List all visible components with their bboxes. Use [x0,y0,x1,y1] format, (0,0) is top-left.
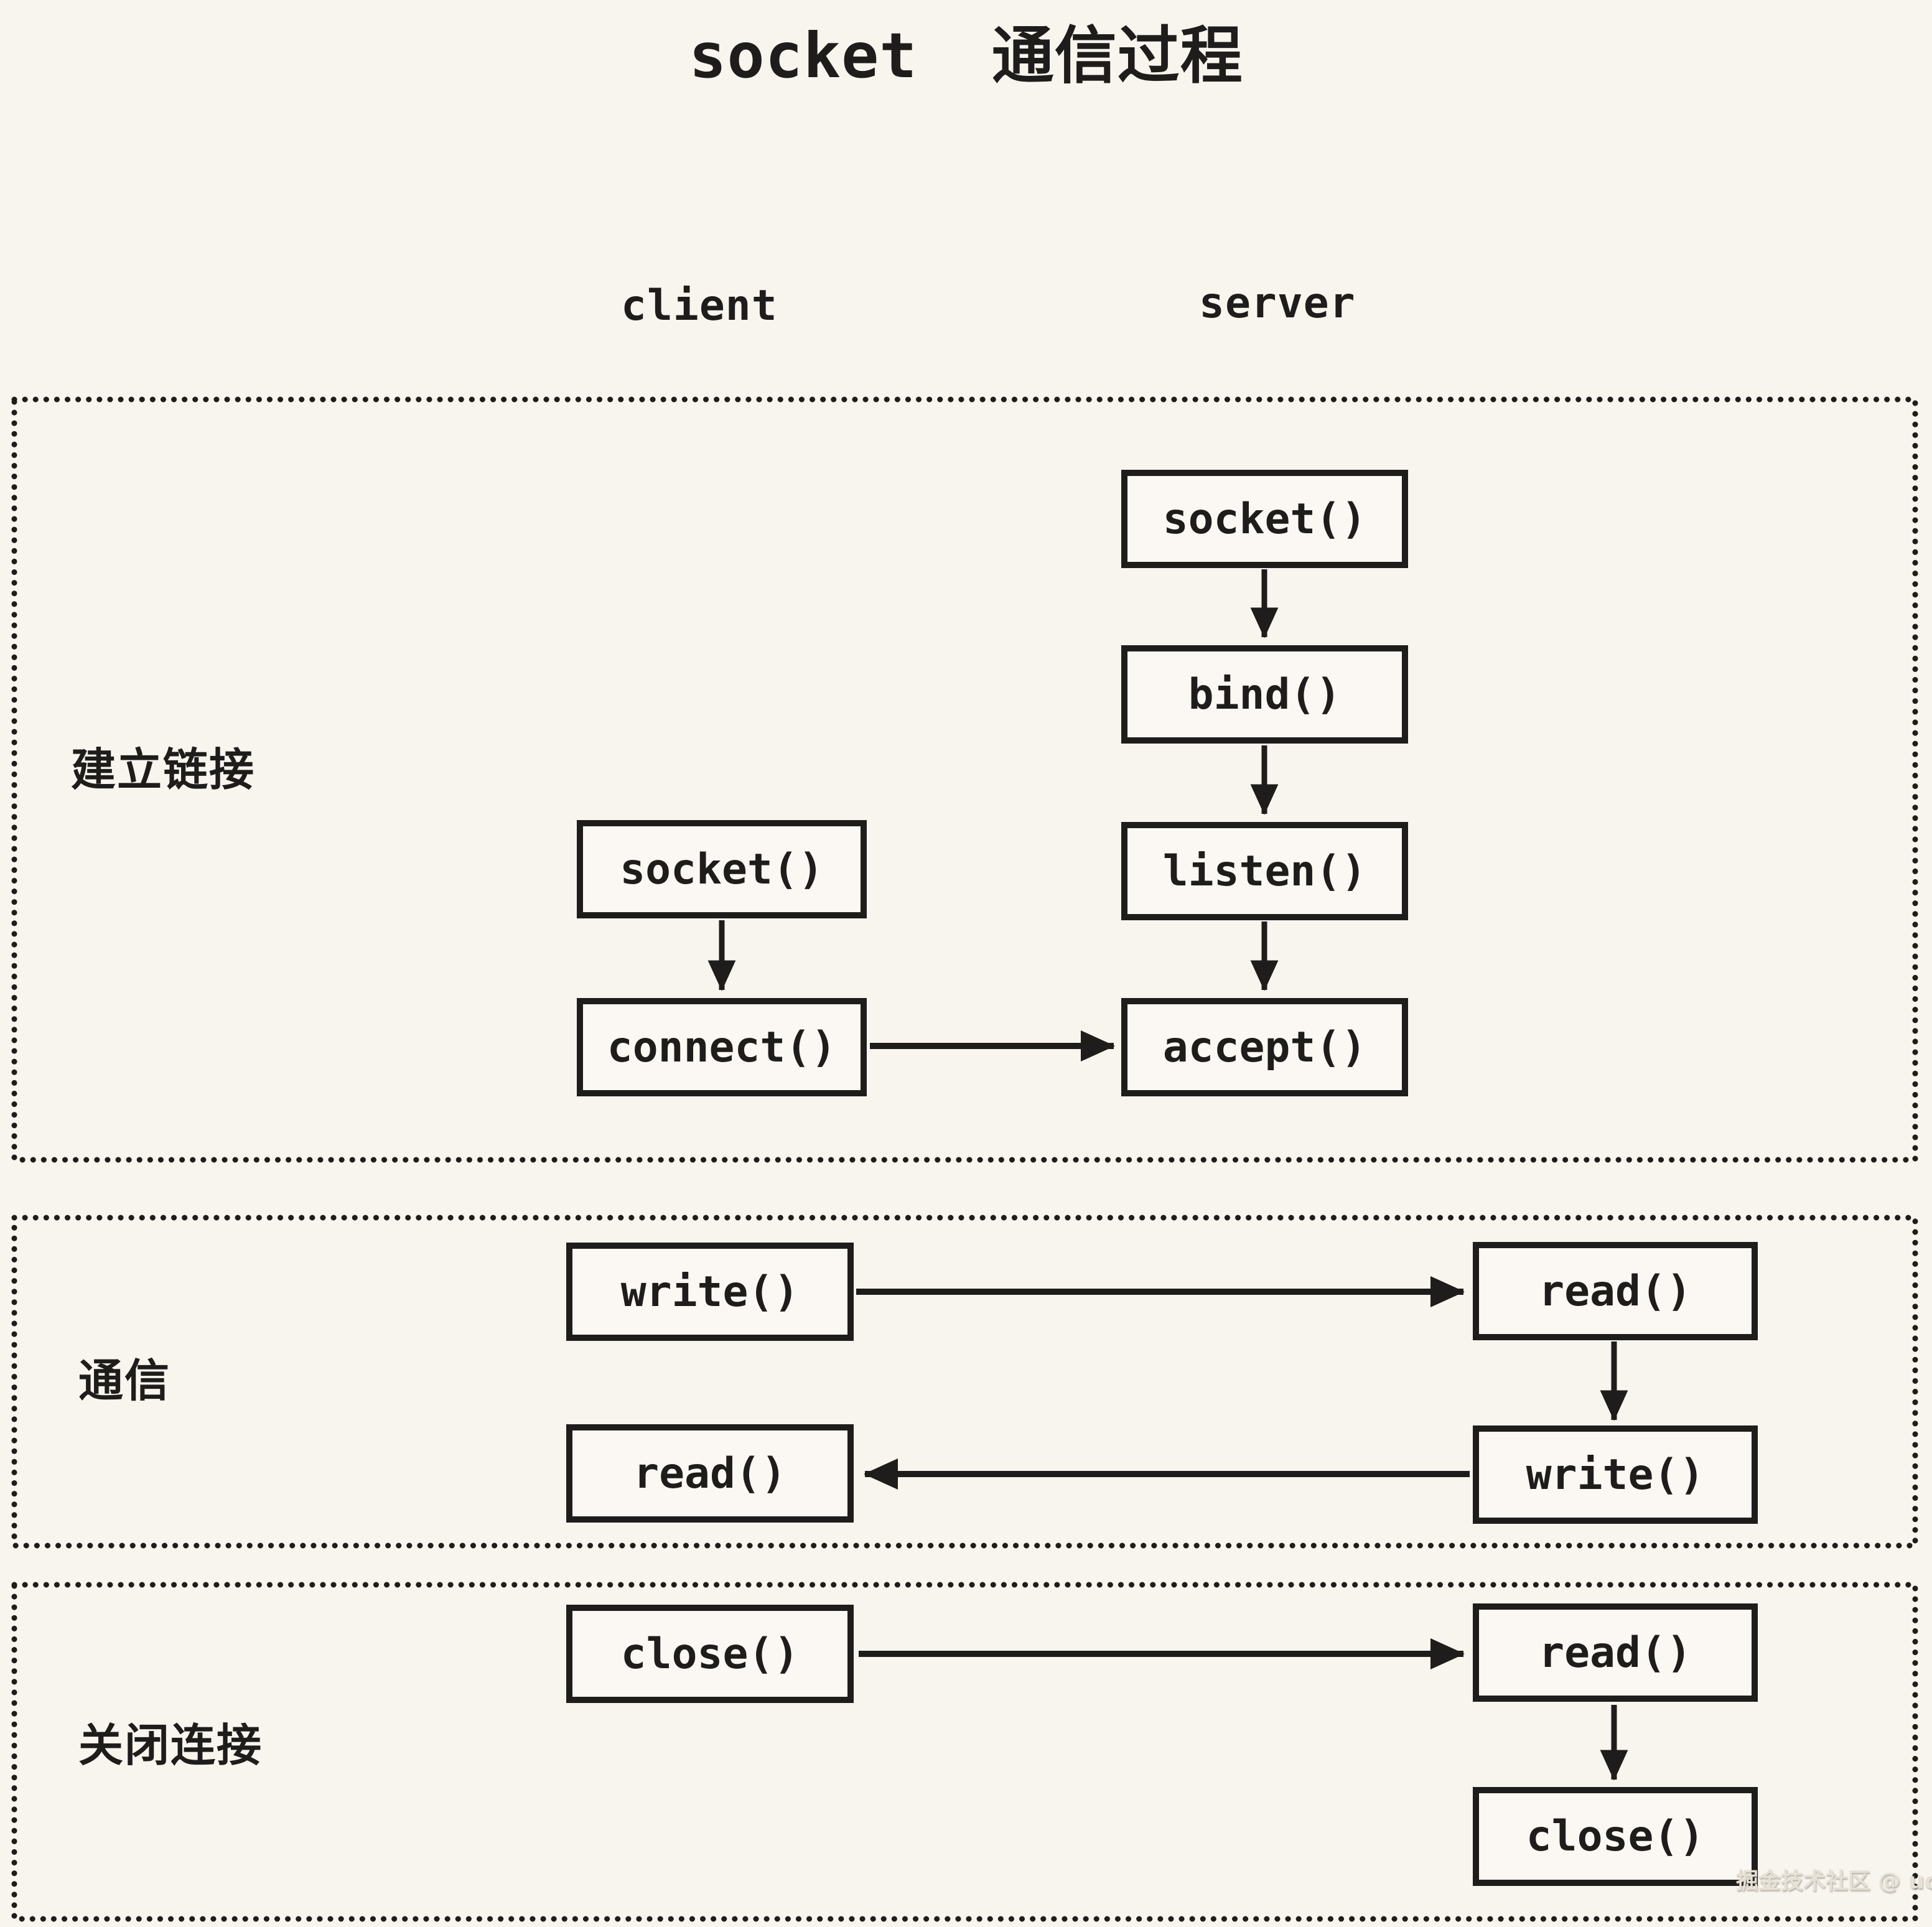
node-server-close: close() [1473,1787,1758,1886]
node-server-read-2: read() [1473,1603,1758,1702]
node-server-read-2-label: read() [1539,1628,1692,1677]
section-label-close: 关闭连接 [78,1719,263,1771]
node-client-socket: socket() [577,820,867,918]
page-title: socket 通信过程 [689,19,1243,92]
node-client-close: close() [566,1605,854,1703]
node-client-write-label: write() [620,1267,800,1317]
section-label-establish: 建立链接 [71,744,256,796]
node-client-socket-label: socket() [620,844,824,894]
node-client-read: read() [566,1424,854,1523]
node-client-connect: connect() [577,998,867,1096]
column-label-server: server [1199,279,1356,328]
node-client-read-label: read() [633,1449,786,1498]
node-server-bind: bind() [1121,645,1408,744]
node-server-write-label: write() [1526,1450,1705,1500]
node-server-accept: accept() [1121,998,1408,1096]
node-server-read-1-label: read() [1539,1266,1692,1316]
column-label-client: client [621,281,778,330]
node-server-bind-label: bind() [1188,670,1342,719]
node-client-close-label: close() [620,1629,800,1679]
node-server-write: write() [1473,1425,1758,1524]
section-communicate-border [11,1215,1918,1549]
node-server-listen-label: listen() [1162,846,1367,896]
node-server-close-label: close() [1526,1812,1705,1861]
section-label-communicate: 通信 [78,1355,171,1407]
node-server-read-1: read() [1473,1242,1758,1340]
node-server-listen: listen() [1121,822,1408,920]
node-server-socket-label: socket() [1162,494,1367,544]
node-server-socket: socket() [1121,470,1408,568]
node-client-connect-label: connect() [607,1022,837,1072]
watermark: 掘金技术社区 @ uccs [1736,1869,1932,1894]
node-client-write: write() [566,1243,854,1341]
node-server-accept-label: accept() [1162,1022,1367,1072]
